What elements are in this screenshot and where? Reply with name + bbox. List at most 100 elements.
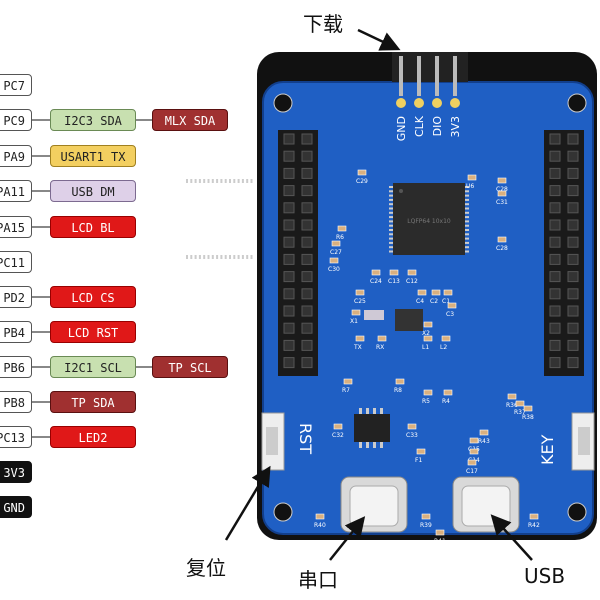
silk-ref: R8 [394,387,402,394]
silk-ref: RX [376,344,384,351]
silk-ref: L1 [422,344,429,351]
silk-ref: R4 [442,398,450,405]
pin-row: PC9 I2C3 SDA MLX SDA [0,109,240,133]
smd-part [407,423,417,430]
reset-callout [224,465,271,541]
silk-ref: C2 [430,298,438,305]
pin-row: PB8 TP SDA [0,391,240,415]
connector-line [32,226,50,228]
pin-function-tag: USART1 TX [50,145,136,167]
pin-name: PB4 [0,321,32,343]
smd-part [423,389,433,396]
smd-part [389,269,399,276]
silk-ref: R37 [514,409,526,416]
smd-part [407,269,417,276]
smd-part [343,378,353,385]
pin-name: PA11 [0,180,32,202]
silk-ref: C3 [446,311,454,318]
pin-function-tag: TP SDA [50,391,136,413]
header-pin-label: 3V3 [449,116,462,138]
silk-ref: C17 [466,468,478,475]
smd-part [467,459,477,466]
silk-ref: C29 [356,178,368,185]
connector-line [32,119,50,121]
crystal-small [364,310,384,320]
smd-part [351,309,361,316]
download-arrow [357,28,401,51]
usb-c-serial [340,476,408,533]
right-pin-header [544,130,584,376]
smd-part [507,393,517,400]
silk-ref: C12 [406,278,418,285]
smd-part [395,378,405,385]
reset-button [261,412,285,471]
silk-ref: C28 [496,245,508,252]
pin-name: PB8 [0,391,32,413]
pin-row: PA11USB DM [0,180,240,204]
smd-part [515,400,525,407]
silk-ref: R7 [342,387,350,394]
silk-ref: C31 [496,199,508,206]
smd-part [355,289,365,296]
smd-part [337,225,347,232]
header-pin-label: DIO [431,116,444,137]
pin-row: GND [0,496,240,520]
silk-ref: C33 [406,432,418,439]
connector-line [32,190,50,192]
smd-part [329,257,339,264]
pin-name: PC9 [0,109,32,131]
smd-part [497,177,507,184]
connector-line [32,296,50,298]
smd-part [423,321,433,328]
reset-label: 复位 [186,556,226,580]
silk-ref: R6 [336,234,344,241]
smd-part [441,335,451,342]
pin-row: PC11 [0,251,240,275]
silk-ref: C25 [354,298,366,305]
usb-callout [490,514,533,561]
pin-function-tag: MLX SDA [152,109,228,131]
silk-ref: C28 [496,186,508,193]
usb-c-usb [452,476,520,533]
pin-row: PD2 LCD CS [0,286,240,310]
pin-name: PD2 [0,286,32,308]
pin-row: PA15LCD BL [0,216,240,240]
smd-part [523,405,533,412]
pin-name: PC13 [0,426,32,448]
pin-row: 3V3 [0,461,240,485]
connector-line [32,366,50,368]
smd-part [377,335,387,342]
connector-line [32,155,50,157]
smd-part [443,389,453,396]
key-button [571,412,595,471]
pin-name: PC7 [0,74,32,96]
small-ic [354,408,390,448]
serial-callout [329,516,366,561]
silk-ref: C4 [416,298,424,305]
svg-text:LQFP64 10x10: LQFP64 10x10 [407,218,451,225]
silk-ref: C32 [332,432,344,439]
smd-part [315,513,325,520]
silk-ref: R38 [522,414,534,421]
pin-function-tag: LCD RST [50,321,136,343]
pin-name: GND [0,496,32,518]
pin-function-tag: TP SCL [152,356,228,378]
mcu-chip: LQFP64 10x10 [186,179,469,259]
silk-ref: X1 [350,318,358,325]
pin-row: PC7 [0,74,240,98]
connector-line [32,436,50,438]
smd-part [443,289,453,296]
pin-function-tag: LCD CS [50,286,136,308]
silk-ref: U6 [466,183,474,190]
rst-silk: RST [296,423,315,454]
pin-function-tag: I2C3 SDA [50,109,136,131]
silk-ref: C30 [328,266,340,273]
smd-part [529,513,539,520]
pin-row: PC13LED2 [0,426,240,450]
silk-ref: C1 [442,298,450,305]
usb-label: USB [524,564,566,588]
silk-ref: C24 [370,278,382,285]
header-pin-label: GND [395,116,408,141]
